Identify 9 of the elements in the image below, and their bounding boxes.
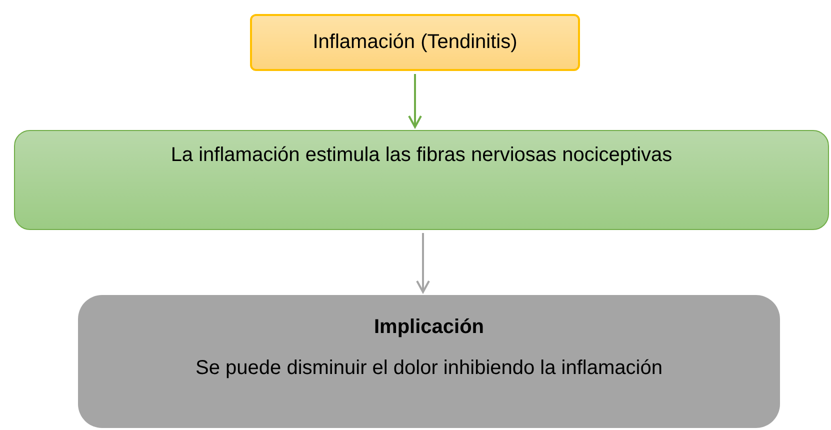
result-box (78, 295, 780, 428)
box-text: La inflamación estimula las fibras nerviosas nociceptivas (170, 143, 672, 168)
box-heading: Implicación (374, 315, 484, 340)
arrow (416, 233, 430, 293)
process-box (14, 130, 829, 230)
arrow (408, 74, 422, 128)
box-text: Se puede disminuir el dolor inhibiendo la inflamación (196, 356, 662, 381)
process-box (250, 14, 580, 71)
box-text: Inflamación (Tendinitis) (312, 30, 518, 55)
